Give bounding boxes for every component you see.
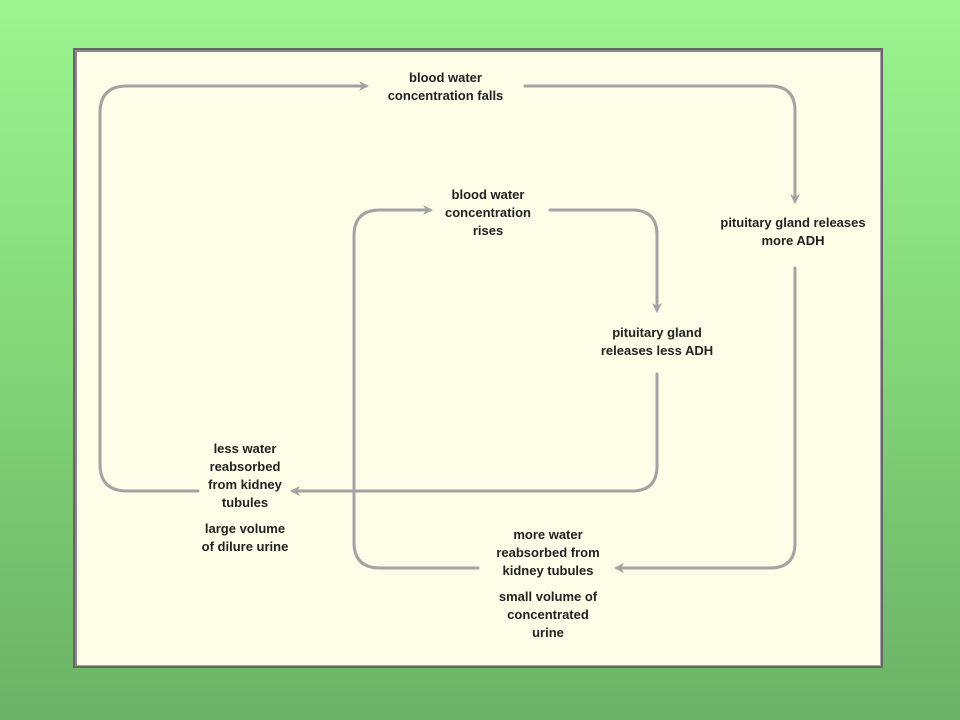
node-blood-concentration-falls: blood water concentration falls — [387, 70, 504, 103]
node-blood-concentration-rises: blood water concentration rises — [445, 187, 531, 238]
node-less-water-reabsorbed: less water reabsorbed from kidney tubule… — [208, 441, 282, 510]
node-pituitary-releases-less-adh: pituitary gland releases less ADH — [600, 325, 714, 358]
arrow-pituitary-more-to-reabsorbed — [614, 266, 797, 573]
arrow-reabsorbed-to-rises — [352, 205, 480, 570]
node-more-water-reabsorbed: more water reabsorbed from kidney tubule… — [496, 527, 600, 578]
arrow-pituitary-less-to-less-reabsorbed — [290, 372, 659, 496]
node-small-volume-concentrated-urine: small volume of concentrated urine — [498, 589, 598, 640]
node-pituitary-releases-more-adh: pituitary gland releases more ADH — [720, 215, 866, 248]
arrow-less-reabsorbed-to-falls — [98, 81, 369, 493]
arrow-rises-to-pituitary-less — [548, 208, 662, 313]
arrow-falls-to-pituitary-more — [523, 84, 800, 204]
diagram-panel — [73, 48, 883, 668]
node-large-volume-dilute-urine: large volume of dilure urine — [201, 521, 289, 554]
